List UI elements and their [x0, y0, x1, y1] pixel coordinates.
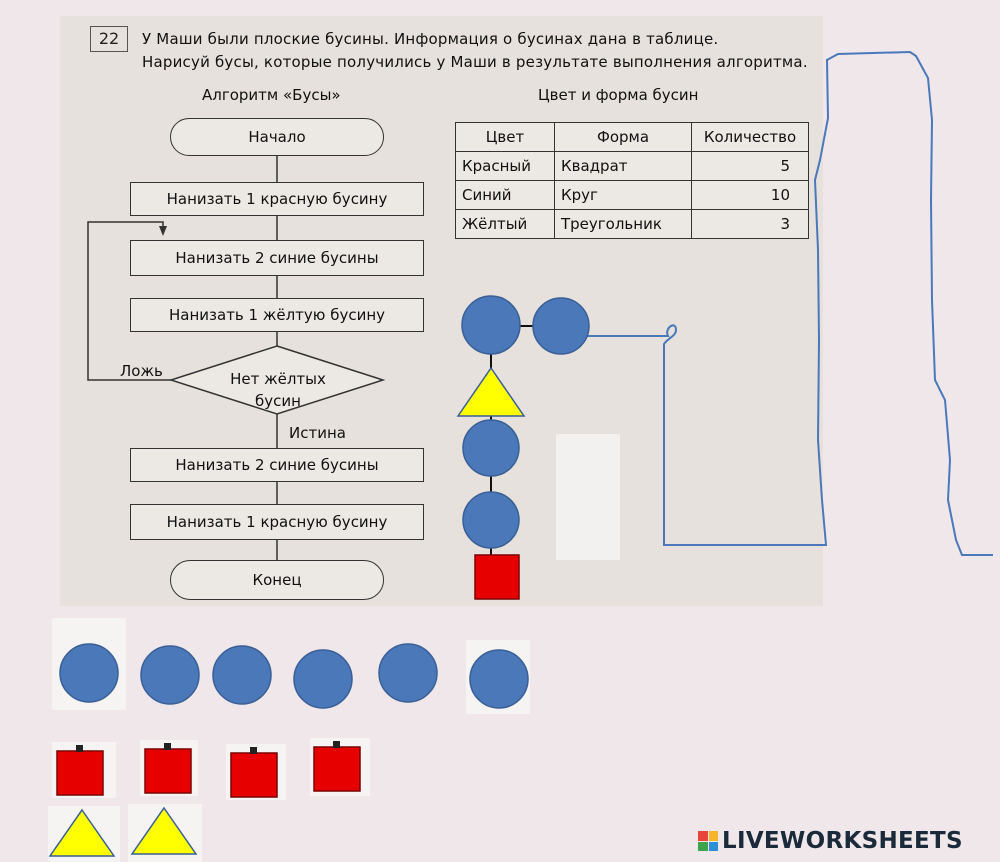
red-square-bead[interactable]: [144, 742, 196, 794]
brand-name: LIVEWORKSHEETS: [722, 828, 963, 854]
liveworksheets-logo-icon: [698, 831, 718, 851]
blue-circle-bead[interactable]: [469, 648, 529, 710]
blue-circle-bead[interactable]: [460, 294, 522, 356]
algorithm-title: Алгоритм «Бусы»: [202, 86, 341, 104]
liveworksheets-brand: LIVEWORKSHEETS: [698, 826, 963, 856]
yellow-triangle-bead[interactable]: [130, 806, 200, 856]
blue-circle-bead[interactable]: [531, 296, 593, 358]
decision-line-2: бусин: [255, 392, 301, 410]
red-square-bead[interactable]: [230, 746, 282, 798]
table-cell: Синий: [455, 180, 555, 210]
flow-step-red-bead: Нанизать 1 красную бусину: [130, 182, 424, 216]
red-square-bead[interactable]: [56, 744, 108, 796]
blue-circle-bead[interactable]: [140, 644, 200, 706]
flow-decision: Нет жёлтых бусин: [203, 368, 353, 412]
flow-step-two-blue-after: Нанизать 2 синие бусины: [130, 448, 424, 482]
task-line-1: У Маши были плоские бусины. Информация о…: [142, 30, 719, 48]
blue-circle-bead[interactable]: [293, 648, 353, 710]
true-label: Истина: [289, 424, 346, 442]
yellow-triangle-bead[interactable]: [456, 366, 526, 418]
red-square-bead[interactable]: [474, 554, 520, 600]
blue-circle-bead[interactable]: [461, 490, 521, 550]
flow-step-red-bead-after: Нанизать 1 красную бусину: [130, 504, 424, 540]
false-label: Ложь: [120, 362, 163, 380]
blue-circle-bead[interactable]: [212, 644, 272, 706]
yellow-triangle-bead[interactable]: [48, 808, 118, 858]
flow-step-two-blue: Нанизать 2 синие бусины: [130, 240, 424, 276]
flow-step-yellow-bead: Нанизать 1 жёлтую бусину: [130, 298, 424, 332]
blue-circle-bead[interactable]: [461, 418, 521, 478]
task-number: 22: [90, 26, 128, 52]
flow-end: Конец: [170, 560, 384, 600]
flow-start: Начало: [170, 118, 384, 156]
decision-line-1: Нет жёлтых: [230, 370, 326, 388]
blue-circle-bead[interactable]: [58, 642, 120, 704]
blue-circle-bead[interactable]: [377, 642, 439, 704]
flowchart-connectors: [87, 156, 386, 562]
red-square-bead[interactable]: [313, 740, 365, 792]
